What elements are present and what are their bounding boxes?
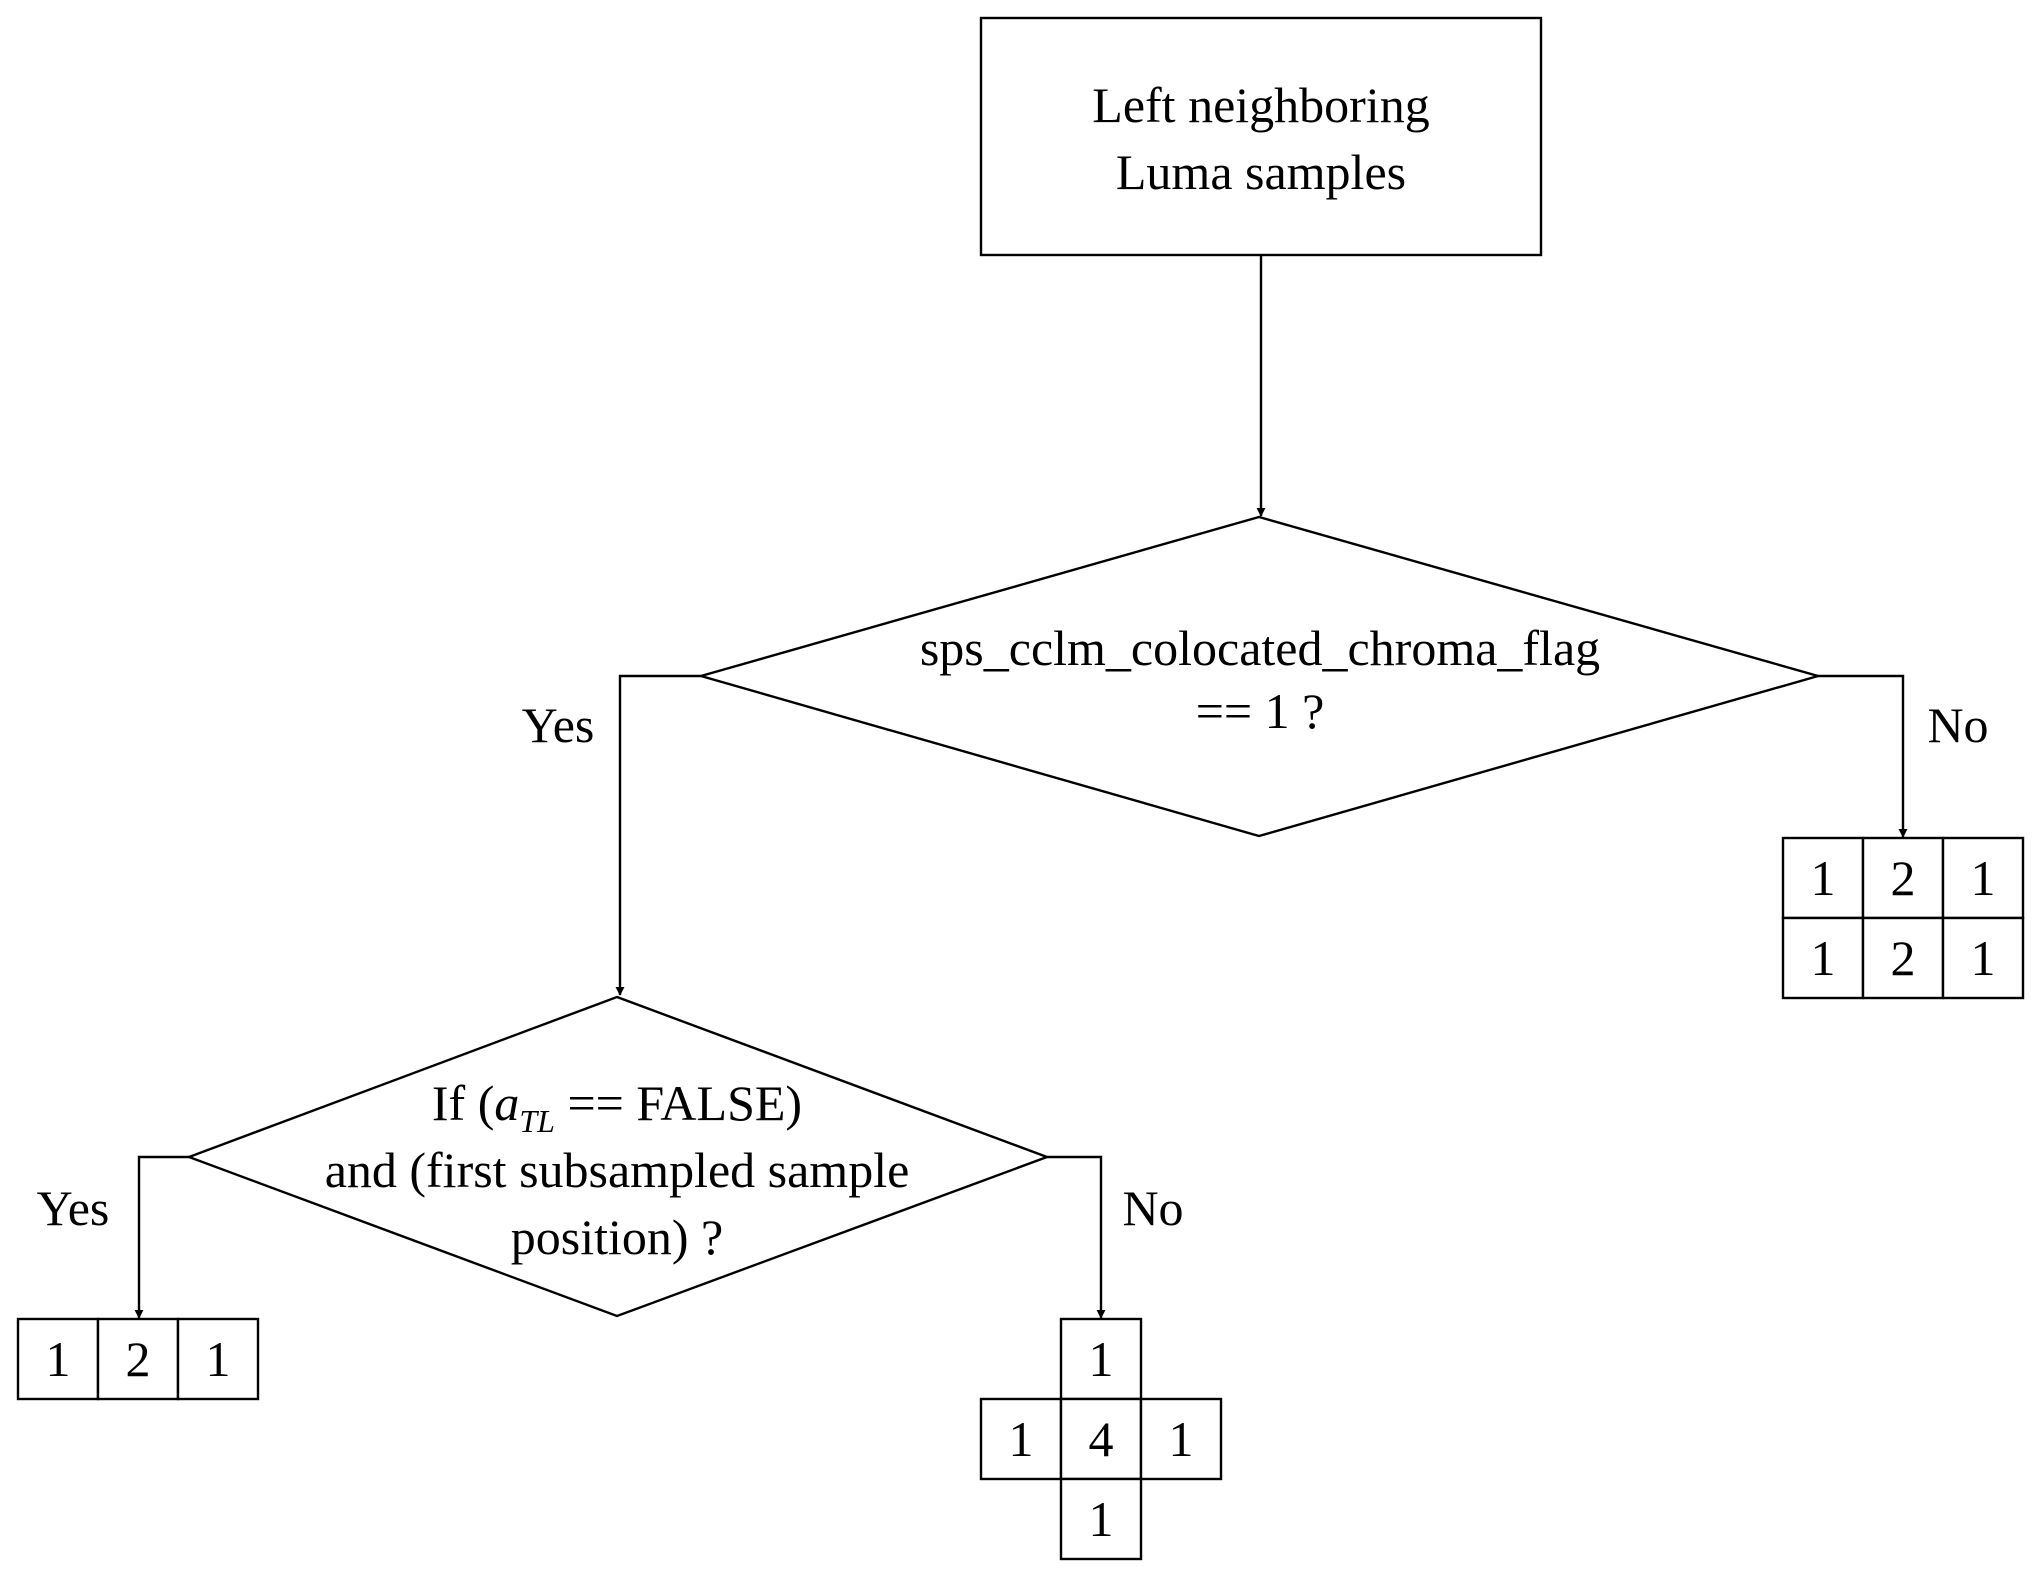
filter-6tap-cell xyxy=(1861,836,1945,920)
decision1-no-label: No xyxy=(1927,697,1988,753)
connector-decision1-no xyxy=(1818,674,1908,838)
decision1-line2: == 1 ? xyxy=(1196,683,1325,739)
filter-5tap-value: 1 xyxy=(1089,1331,1114,1387)
filter-6tap-value: 2 xyxy=(1891,930,1916,986)
start-box-line2: Luma samples xyxy=(1116,144,1406,200)
filter-6tap-value: 1 xyxy=(1811,850,1836,906)
decision2-no-label: No xyxy=(1122,1180,1183,1236)
connector-decision2-no xyxy=(1047,1155,1106,1319)
start-box: Left neighboring Luma samples xyxy=(979,16,1543,257)
filter-6tap-value: 1 xyxy=(1811,930,1836,986)
decision2-line1: If (aTL == FALSE) xyxy=(432,1075,802,1139)
filter-6tap-grid: 1 2 1 1 2 1 xyxy=(1781,836,2025,1000)
decision2-yes-label: Yes xyxy=(37,1180,110,1236)
filter-3tap-value: 2 xyxy=(126,1331,151,1387)
filter-3tap-grid: 1 2 1 xyxy=(16,1317,260,1401)
filter-5tap-cell xyxy=(1059,1477,1143,1561)
connector-decision1-yes xyxy=(615,674,701,996)
filter-3tap-value: 1 xyxy=(46,1331,71,1387)
decision2-line1-sub: TL xyxy=(519,1103,555,1139)
connector-decision2-yes xyxy=(134,1155,189,1319)
decision2-line3: position) ? xyxy=(511,1209,723,1265)
filter-6tap-value: 2 xyxy=(1891,850,1916,906)
decision2-diamond: If (aTL == FALSE) and (first subsampled … xyxy=(185,995,1051,1318)
filter-5tap-cell xyxy=(1059,1397,1143,1481)
decision2-line1-prefix: If ( xyxy=(432,1075,494,1131)
start-box-line1: Left neighboring xyxy=(1092,77,1429,133)
decision2-line2: and (first subsampled sample xyxy=(325,1142,910,1198)
filter-5tap-value: 4 xyxy=(1089,1411,1114,1467)
filter-6tap-value: 1 xyxy=(1971,930,1996,986)
filter-6tap-cell xyxy=(1941,916,2025,1000)
filter-5tap-cell xyxy=(979,1397,1063,1481)
filter-3tap-cell xyxy=(176,1317,260,1401)
decision2-line1-var: a xyxy=(494,1075,519,1131)
decision2-line1-suffix: == FALSE) xyxy=(555,1075,802,1131)
decision1-diamond: sps_cclm_colocated_chroma_flag == 1 ? xyxy=(696,515,1823,838)
filter-5tap-cross: 1 1 4 1 1 xyxy=(979,1317,1223,1561)
filter-3tap-value: 1 xyxy=(206,1331,231,1387)
decision1-yes-label: Yes xyxy=(522,697,595,753)
decision1-line1: sps_cclm_colocated_chroma_flag xyxy=(920,620,1600,676)
filter-5tap-cell xyxy=(1059,1317,1143,1401)
filter-5tap-value: 1 xyxy=(1089,1491,1114,1547)
filter-5tap-value: 1 xyxy=(1169,1411,1194,1467)
filter-3tap-cell xyxy=(96,1317,180,1401)
filter-5tap-value: 1 xyxy=(1009,1411,1034,1467)
filter-5tap-cell xyxy=(1139,1397,1223,1481)
filter-6tap-value: 1 xyxy=(1971,850,1996,906)
